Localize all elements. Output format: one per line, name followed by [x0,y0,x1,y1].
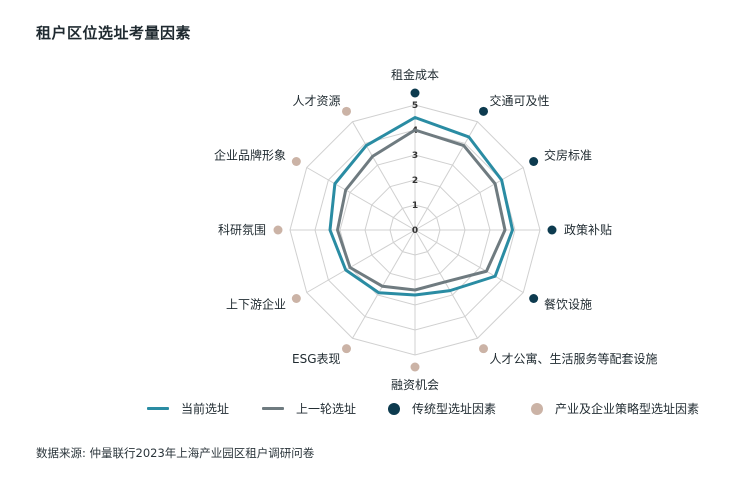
legend-label-previous: 上一轮选址 [296,402,357,416]
data-source: 数据来源: 仲量联行2023年上海产业园区租户调研问卷 [36,446,315,460]
tick-label: 3 [412,151,418,161]
category-label: 人才公寓、生活服务等配套设施 [490,351,658,366]
category-label: 融资机会 [391,378,439,392]
tick-label: 0 [412,226,418,236]
category-marker [410,88,420,98]
radar-series [328,116,514,297]
chart-title: 租户区位选址考量因素 [36,24,192,42]
category-marker [273,225,283,235]
category-marker [479,106,488,116]
legend-item-industry: 产业及企业策略型选址因素 [531,400,699,417]
tick-label: 1 [412,201,418,211]
grid-spoke [414,229,478,339]
radar-grid [289,104,541,356]
legend-label-traditional: 传统型选址因素 [412,402,497,416]
grid-spoke [414,167,524,231]
category-markers [273,88,557,372]
category-label: 企业品牌形象 [214,148,286,163]
legend-label-current: 当前选址 [181,402,230,416]
legend: 当前选址 上一轮选址 传统型选址因素 产业及企业策略型选址因素 [0,400,744,424]
grid-spoke [414,229,524,293]
category-marker [529,157,539,166]
tick-label: 5 [412,101,418,111]
category-label: 人才资源 [292,94,340,108]
category-marker [410,362,420,372]
legend-line-previous [262,407,284,410]
grid-spoke [306,167,416,231]
category-label: 上下游企业 [226,297,286,312]
tick-label: 2 [412,176,418,186]
category-label: 租金成本 [391,67,439,82]
legend-item-current: 当前选址 [147,400,229,417]
category-label: 交房标准 [544,148,592,163]
category-label: 餐饮设施 [544,297,592,312]
legend-dot-traditional [388,402,400,415]
grid-spoke [352,121,416,231]
legend-dot-industry [531,402,543,415]
category-label: ESG表现 [292,352,341,366]
category-marker [529,294,539,303]
series-line-current [328,116,514,297]
category-marker [342,106,351,116]
legend-line-current [147,407,169,410]
category-label: 交通可及性 [490,93,550,108]
series-line-previous [336,128,507,292]
category-marker [291,157,301,166]
category-marker [291,294,301,303]
legend-item-previous: 上一轮选址 [262,400,356,417]
grid-spoke [414,121,478,231]
legend-label-industry: 产业及企业策略型选址因素 [555,402,700,416]
category-marker [547,225,557,235]
category-label: 政策补贴 [564,223,612,237]
category-marker [342,344,351,354]
category-label: 科研氛围 [218,223,266,237]
grid-spoke [352,229,416,339]
category-marker [479,344,488,354]
grid-spoke [306,229,416,293]
legend-item-traditional: 传统型选址因素 [388,400,496,417]
